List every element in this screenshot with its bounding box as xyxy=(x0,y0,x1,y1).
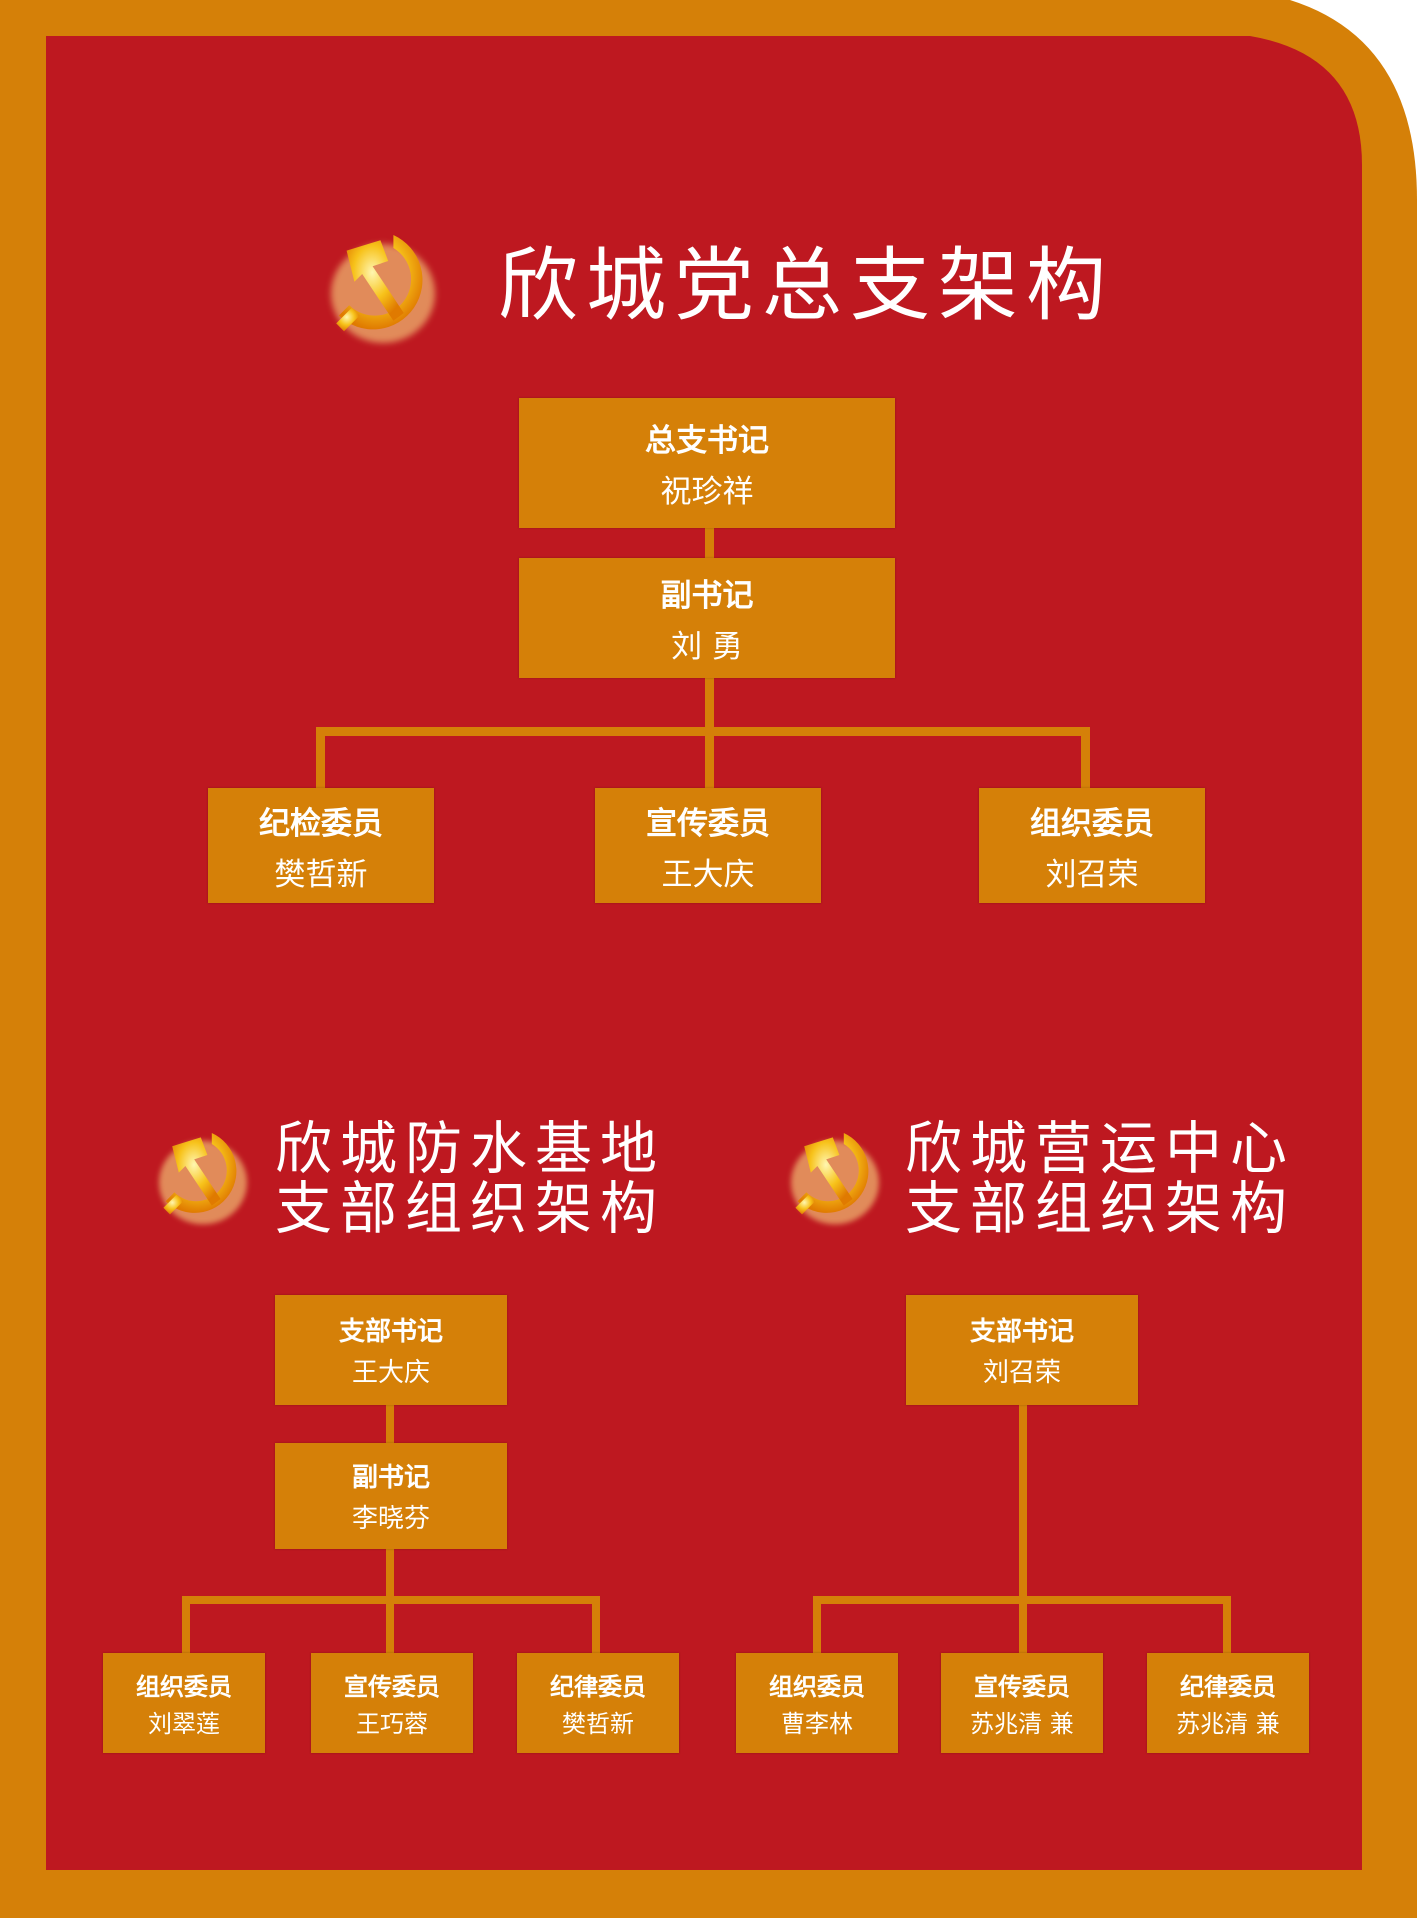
right-member-box: 纪律委员 苏兆清 兼 xyxy=(1147,1653,1309,1753)
connector-line xyxy=(813,1596,821,1656)
main-title: 欣城党总支架构 xyxy=(498,239,1114,332)
top-member-box: 宣传委员 王大庆 xyxy=(595,788,821,903)
connector-line xyxy=(1223,1596,1231,1656)
left-title: 欣城防水基地 支部组织架构 xyxy=(275,1116,665,1242)
left-deputy-box: 副书记 李晓芬 xyxy=(275,1443,507,1549)
right-member-box: 组织委员 曹李林 xyxy=(736,1653,898,1753)
role-label: 宣传委员 xyxy=(344,1673,440,1701)
person-name: 刘翠莲 xyxy=(148,1710,220,1738)
connector-line xyxy=(592,1596,600,1656)
person-name: 刘召荣 xyxy=(1045,856,1139,893)
person-name: 王大庆 xyxy=(661,856,755,893)
role-label: 组织委员 xyxy=(769,1673,865,1701)
connector-line xyxy=(386,1405,394,1445)
connector-line xyxy=(316,727,325,789)
role-label: 纪检委员 xyxy=(259,805,383,842)
person-name: 刘 勇 xyxy=(671,629,743,665)
right-title: 欣城营运中心 支部组织架构 xyxy=(905,1116,1295,1242)
person-name: 王大庆 xyxy=(351,1358,430,1388)
role-label: 组织委员 xyxy=(136,1673,232,1701)
left-secretary-box: 支部书记 王大庆 xyxy=(275,1295,507,1405)
top-member-box: 纪检委员 樊哲新 xyxy=(208,788,434,903)
top-deputy-box: 副书记 刘 勇 xyxy=(519,558,895,678)
party-emblem-icon xyxy=(331,235,435,343)
connector-line xyxy=(316,727,1090,736)
role-label: 宣传委员 xyxy=(646,805,770,842)
role-label: 副书记 xyxy=(351,1463,430,1493)
person-name: 樊哲新 xyxy=(562,1710,634,1738)
left-member-box: 纪律委员 樊哲新 xyxy=(517,1653,679,1753)
connector-line xyxy=(182,1596,600,1604)
role-label: 支部书记 xyxy=(969,1317,1074,1347)
connector-line xyxy=(1019,1404,1027,1656)
connector-line xyxy=(705,527,714,561)
top-member-box: 组织委员 刘召荣 xyxy=(979,788,1205,903)
right-member-box: 宣传委员 苏兆清 兼 xyxy=(941,1653,1103,1753)
role-label: 副书记 xyxy=(660,578,754,614)
role-label: 纪律委员 xyxy=(550,1673,646,1701)
person-name: 曹李林 xyxy=(781,1710,853,1738)
person-name: 刘召荣 xyxy=(982,1358,1061,1388)
person-name: 苏兆清 兼 xyxy=(970,1710,1074,1738)
left-member-box: 组织委员 刘翠莲 xyxy=(103,1653,265,1753)
party-emblem-icon xyxy=(159,1133,247,1225)
person-name: 樊哲新 xyxy=(274,856,368,893)
left-member-box: 宣传委员 王巧蓉 xyxy=(311,1653,473,1753)
left-title-line1: 欣城防水基地 xyxy=(275,1116,665,1182)
connector-line xyxy=(1081,727,1090,789)
right-title-line1: 欣城营运中心 xyxy=(905,1116,1295,1182)
role-label: 宣传委员 xyxy=(974,1673,1070,1701)
person-name: 李晓芬 xyxy=(351,1504,430,1534)
role-label: 总支书记 xyxy=(645,423,769,459)
person-name: 苏兆清 兼 xyxy=(1176,1710,1280,1738)
right-title-line2: 支部组织架构 xyxy=(905,1175,1295,1242)
role-label: 支部书记 xyxy=(338,1317,443,1347)
right-secretary-box: 支部书记 刘召荣 xyxy=(906,1295,1138,1405)
party-emblem-icon xyxy=(791,1133,879,1225)
role-label: 纪律委员 xyxy=(1180,1673,1276,1701)
person-name: 祝珍祥 xyxy=(660,474,754,510)
person-name: 王巧蓉 xyxy=(356,1710,428,1738)
top-secretary-box: 总支书记 祝珍祥 xyxy=(519,398,895,528)
left-title-line2: 支部组织架构 xyxy=(275,1175,665,1242)
connector-line xyxy=(182,1596,190,1656)
connector-line xyxy=(813,1596,1231,1604)
role-label: 组织委员 xyxy=(1030,805,1154,842)
